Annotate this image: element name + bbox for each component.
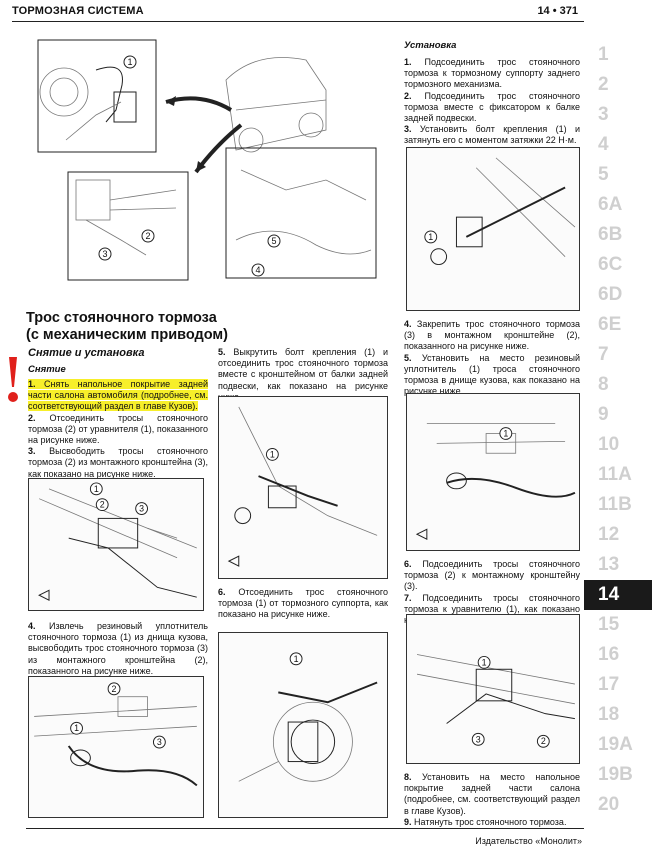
page-number: 14 • 371 <box>537 5 578 17</box>
install-heading: Установка <box>404 40 457 51</box>
install-step-4: 4. Закрепить трос стояночного тормоза (3… <box>404 319 580 352</box>
step-4: 4. Извлечь резиновый уплотнитель стояноч… <box>28 621 208 676</box>
chapter-tab-15[interactable]: 15 <box>598 614 620 635</box>
chapter-tab-6b[interactable]: 6B <box>598 224 623 245</box>
step-3: 3. Высвободить тросы стояночного тормоза… <box>28 446 208 479</box>
svg-text:1: 1 <box>270 449 275 459</box>
svg-text:1: 1 <box>503 428 508 438</box>
svg-text:1: 1 <box>482 657 487 667</box>
step-2: 2. Отсоединить тросы стояночного тормоза… <box>28 412 208 446</box>
header-rule <box>12 21 584 22</box>
figure-step4: 2 1 3 <box>28 676 204 818</box>
chapter-tab-18[interactable]: 18 <box>598 704 620 725</box>
install-step-5: 5. Установить на место резиновый уплотни… <box>404 352 580 397</box>
figure-install-3: 1 <box>406 147 580 311</box>
procedure-subtitle: Снятие и установка <box>28 347 145 359</box>
chapter-tab-12[interactable]: 12 <box>598 524 620 545</box>
chapter-tab-6d[interactable]: 6D <box>598 284 623 305</box>
svg-text:3: 3 <box>102 249 107 259</box>
figure-step5: 1 <box>218 396 388 579</box>
install-step-3: 3. Установить болт крепления (1) и затян… <box>404 124 580 146</box>
install-step-2: 2. Подсоединить трос стояночного тормоза… <box>404 90 580 124</box>
install-step-1: 1. Подсоединить трос стояночного тормоза… <box>404 57 580 90</box>
chapter-tab-20[interactable]: 20 <box>598 794 620 815</box>
svg-text:1: 1 <box>94 484 99 494</box>
install-step-8: 8. Установить на место напольное покрыти… <box>404 772 580 816</box>
svg-text:3: 3 <box>139 504 144 514</box>
step-1: 1. Снять напольное покрытие задней части… <box>28 379 208 412</box>
svg-text:2: 2 <box>112 684 117 694</box>
chapter-tab-16[interactable]: 16 <box>598 644 620 665</box>
section-heading: Трос стояночного тормоза (с механическим… <box>26 310 228 343</box>
figure-overview: 1 2 3 5 4 <box>26 30 391 292</box>
install-steps-1-3: 1. Подсоединить трос стояночного тормоза… <box>404 57 580 147</box>
figure-step6: 1 <box>218 632 388 818</box>
chapter-tab-9[interactable]: 9 <box>598 404 609 425</box>
steps-left-column: 1. Снять напольное покрытие задней части… <box>28 379 208 480</box>
section-title: ТОРМОЗНАЯ СИСТЕМА <box>12 5 144 17</box>
chapter-tab-5[interactable]: 5 <box>598 164 609 185</box>
figure-step3: 1 2 3 <box>28 478 204 611</box>
figure-install-5: 1 <box>406 393 580 551</box>
chapter-tab-11b[interactable]: 11B <box>598 494 632 515</box>
svg-text:5: 5 <box>271 236 276 246</box>
svg-text:2: 2 <box>145 231 150 241</box>
chapter-tab-17[interactable]: 17 <box>598 674 620 695</box>
chapter-tab-11a[interactable]: 11A <box>598 464 632 485</box>
chapter-tab-3[interactable]: 3 <box>598 104 609 125</box>
chapter-tab-1[interactable]: 1 <box>598 44 609 65</box>
chapter-tab-19a[interactable]: 19A <box>598 734 633 755</box>
chapter-tab-13[interactable]: 13 <box>598 554 620 575</box>
step-6: 6. Отсоединить трос стояночного тормоза … <box>218 587 388 620</box>
removal-heading: Снятие <box>28 364 66 375</box>
chapter-tab-6a[interactable]: 6A <box>598 194 623 215</box>
chapter-tab-2[interactable]: 2 <box>598 74 609 95</box>
warning-icon <box>8 357 18 402</box>
chapter-tab-6e[interactable]: 6E <box>598 314 622 335</box>
svg-text:1: 1 <box>428 232 433 242</box>
svg-text:1: 1 <box>294 654 299 664</box>
figure-install-7: 1 3 2 <box>406 614 580 764</box>
chapter-tab-14[interactable]: 14 <box>584 580 652 610</box>
publisher: Издательство «Монолит» <box>475 836 582 846</box>
chapter-tab-19b[interactable]: 19B <box>598 764 633 785</box>
svg-text:3: 3 <box>476 734 481 744</box>
svg-text:2: 2 <box>100 500 105 510</box>
page-header: ТОРМОЗНАЯ СИСТЕМА 14 • 371 <box>12 2 584 24</box>
install-steps-8-9: 8. Установить на место напольное покрыти… <box>404 772 580 828</box>
chapter-tab-8[interactable]: 8 <box>598 374 609 395</box>
chapter-tab-10[interactable]: 10 <box>598 434 620 455</box>
install-step-6: 6. Подсоединить тросы стояночного тормоз… <box>404 559 580 592</box>
step-5: 5. Выкрутить болт крепления (1) и отсоед… <box>218 347 388 402</box>
install-steps-4-5: 4. Закрепить трос стояночного тормоза (3… <box>404 319 580 397</box>
svg-text:1: 1 <box>74 723 79 733</box>
svg-text:3: 3 <box>157 737 162 747</box>
chapter-tab-7[interactable]: 7 <box>598 344 609 365</box>
svg-text:2: 2 <box>541 736 546 746</box>
svg-text:1: 1 <box>127 57 132 67</box>
footer-rule <box>26 828 584 829</box>
svg-text:4: 4 <box>255 265 260 275</box>
chapter-tab-6c[interactable]: 6C <box>598 254 623 275</box>
install-step-9: 9. Натянуть трос стояночного тормоза. <box>404 816 567 827</box>
chapter-tab-4[interactable]: 4 <box>598 134 609 155</box>
